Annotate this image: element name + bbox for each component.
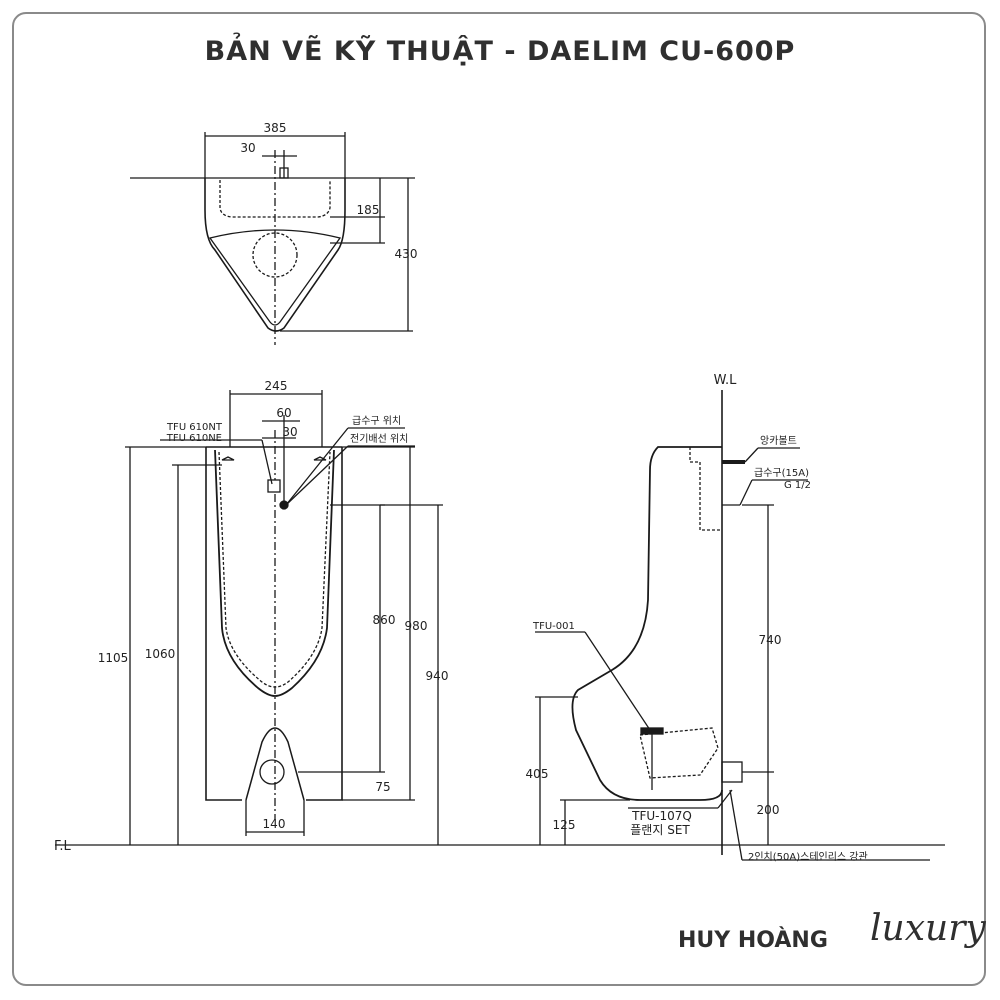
part-tfu001-label: TFU-001	[532, 621, 575, 632]
dim-405: 405	[526, 767, 549, 781]
dim-30-front: 30	[282, 425, 297, 439]
side-view	[535, 390, 930, 861]
water-inlet-position-label: 급수구 위치	[352, 414, 401, 427]
dim-75: 75	[375, 780, 390, 794]
model-label-ne: TFU 610NE	[166, 433, 222, 444]
dim-860: 860	[373, 613, 396, 627]
dim-140: 140	[263, 817, 286, 831]
front-view	[55, 390, 945, 846]
drawing-frame	[12, 12, 986, 986]
flange-set-label: 플랜지 SET	[630, 823, 690, 837]
brand-script-logo: luxury	[870, 908, 986, 949]
stainless-pipe-label: 2인치(50A)스테인리스 강관	[748, 851, 868, 863]
front-bowl-outer	[214, 449, 335, 697]
dim-940: 940	[426, 669, 449, 683]
electric-wiring-position-label: 전기배선 위치	[350, 432, 408, 445]
dim-740: 740	[759, 633, 782, 647]
top-outline	[204, 178, 346, 332]
top-bowl	[208, 229, 342, 326]
anchor-bolt-label: 앙카볼트	[760, 435, 797, 447]
dim-430: 430	[395, 247, 418, 261]
thread-label: G 1/2	[784, 480, 811, 491]
top-drain	[252, 232, 298, 278]
brand-name: HUY HOÀNG	[678, 928, 828, 953]
floor-level-label: F.L	[54, 839, 72, 854]
top-view	[130, 132, 415, 345]
page-title: BẢN VẼ KỸ THUẬT - DAELIM CU-600P	[204, 36, 796, 67]
dim-1060: 1060	[145, 647, 176, 661]
dim-385: 385	[264, 121, 287, 135]
dim-30-top: 30	[240, 141, 255, 155]
dim-60: 60	[276, 406, 291, 420]
dim-245: 245	[265, 379, 288, 393]
dim-980: 980	[405, 619, 428, 633]
model-label-nt: TFU 610NT	[166, 422, 223, 433]
part-tfu107q-label: TFU-107Q	[631, 809, 692, 823]
wall-level-label: W.L	[714, 373, 737, 388]
dim-1105: 1105	[98, 651, 129, 665]
dim-125: 125	[553, 818, 576, 832]
water-inlet-label: 급수구(15A)	[754, 467, 809, 479]
dim-200: 200	[757, 803, 780, 817]
dim-185: 185	[357, 203, 380, 217]
